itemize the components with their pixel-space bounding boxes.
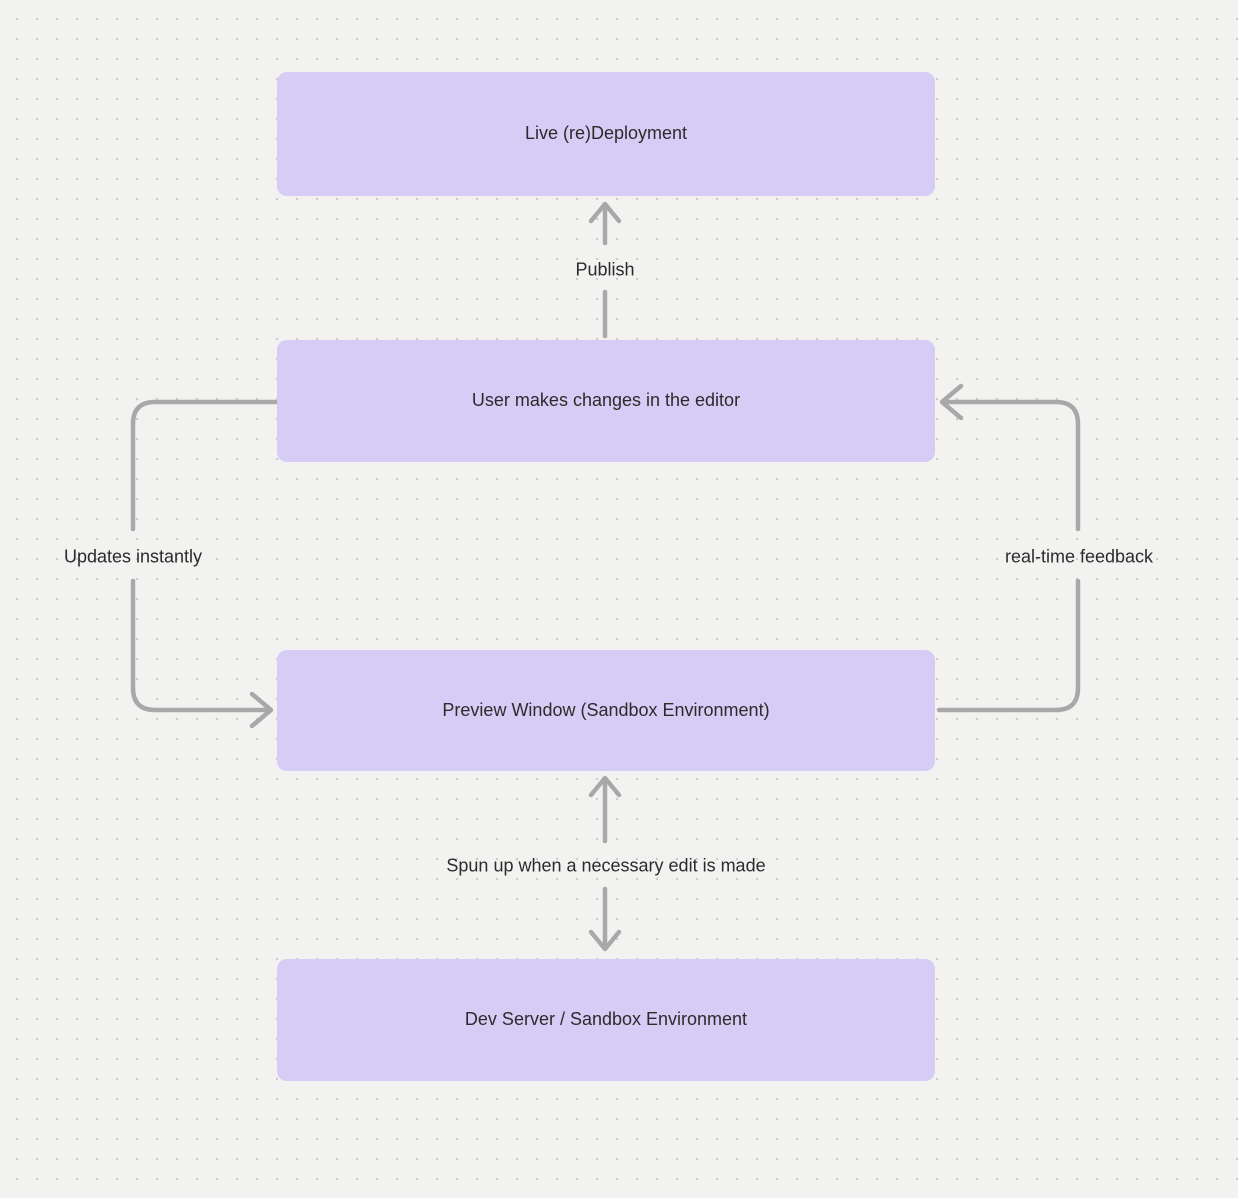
edge-label-real-time-feedback: real-time feedback — [1004, 546, 1154, 567]
spun-up-arrow-down — [588, 886, 622, 952]
node-live-redeployment-label: Live (re)Deployment — [524, 123, 688, 144]
edge-label-publish: Publish — [575, 259, 635, 280]
node-dev-server[interactable]: Dev Server / Sandbox Environment — [277, 959, 935, 1081]
node-preview-window-label: Preview Window (Sandbox Environment) — [442, 699, 770, 720]
edge-label-spun-up: Spun up when a necessary edit is made — [446, 855, 766, 876]
spun-up-arrow-up — [588, 775, 622, 844]
node-preview-window[interactable]: Preview Window (Sandbox Environment) — [277, 650, 935, 771]
node-live-redeployment[interactable]: Live (re)Deployment — [277, 72, 935, 196]
node-dev-server-label: Dev Server / Sandbox Environment — [464, 1009, 748, 1030]
node-user-editor[interactable]: User makes changes in the editor — [277, 340, 935, 462]
node-user-editor-label: User makes changes in the editor — [471, 390, 741, 411]
edge-label-updates-instantly: Updates instantly — [63, 546, 203, 567]
